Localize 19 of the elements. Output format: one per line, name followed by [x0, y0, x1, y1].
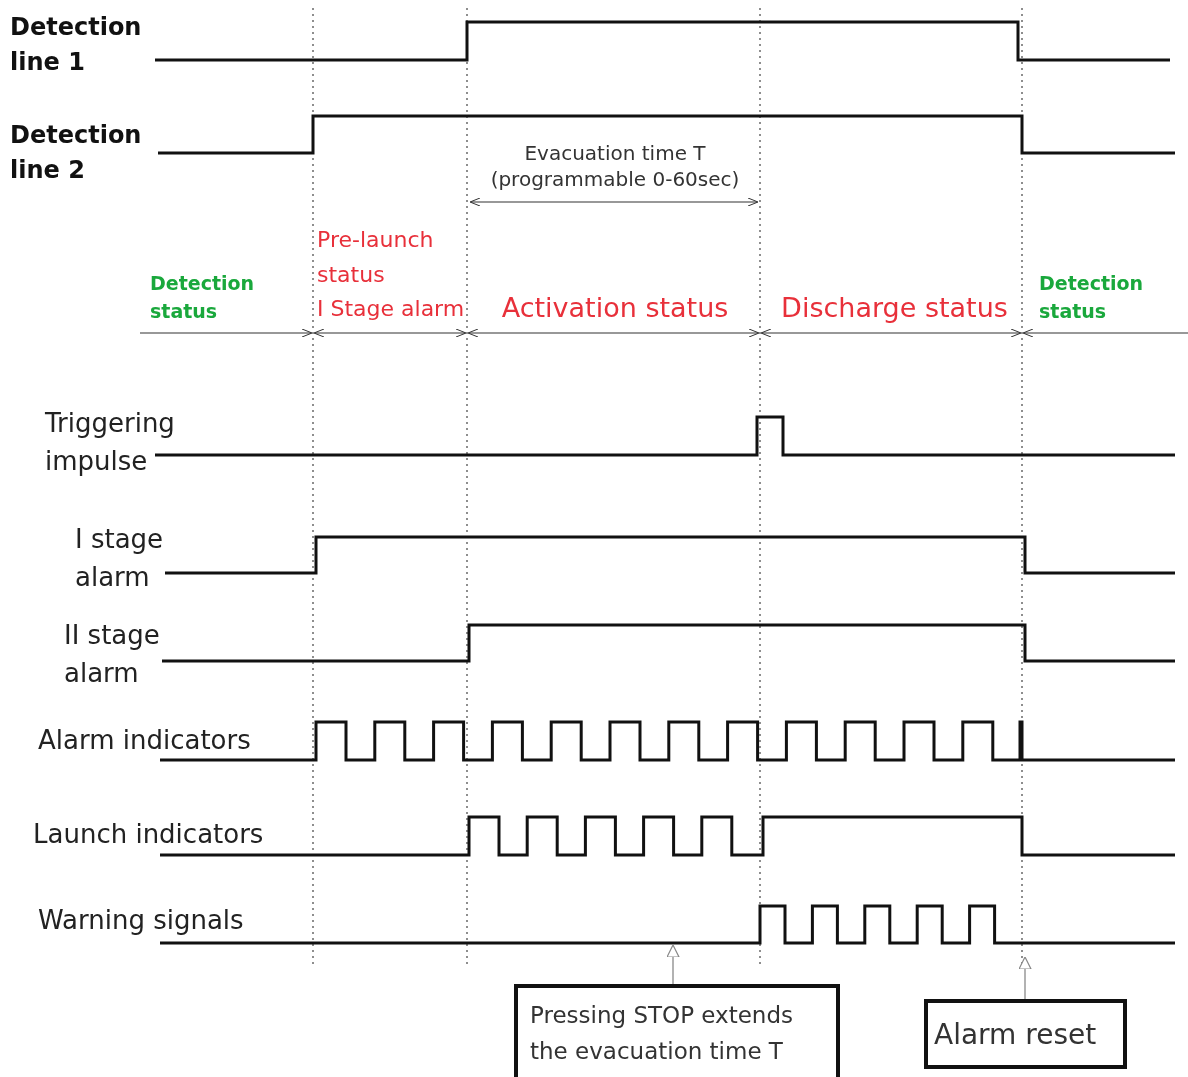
- status-label: Pre-launch status: [317, 226, 435, 290]
- status-label: Detection status: [150, 271, 256, 324]
- signal-label: I stage alarm: [75, 523, 165, 594]
- leader-arrow: [666, 944, 680, 985]
- status-label: Discharge status: [780, 291, 1009, 325]
- status-label: Detection status: [1039, 271, 1145, 324]
- leader-arrow: [1018, 956, 1032, 1000]
- status-label: Activation status: [500, 291, 730, 325]
- signal-label: Launch indicators: [33, 818, 265, 851]
- signal-label: Detection line 2: [10, 120, 143, 186]
- status-label: I Stage alarm: [317, 295, 466, 323]
- signal-label: Detection line 1: [10, 12, 143, 78]
- signal-label: Alarm indicators: [38, 724, 252, 757]
- signal-label: Warning signals: [38, 904, 245, 937]
- signal-label: II stage alarm: [64, 619, 161, 690]
- signal-label: Triggering impulse: [45, 407, 176, 478]
- duration-label: Evacuation time T (programmable 0-60sec): [489, 140, 741, 192]
- note-box: Alarm reset: [924, 999, 1127, 1069]
- note-box: Pressing STOP extends the evacuation time T: [514, 984, 840, 1077]
